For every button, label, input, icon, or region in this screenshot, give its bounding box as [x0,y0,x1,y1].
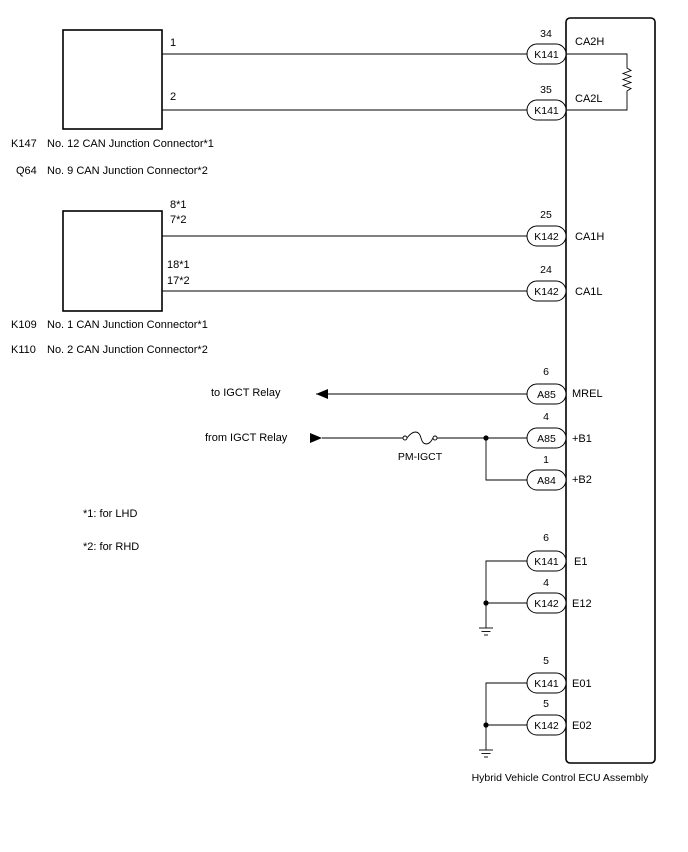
terminal-pin: 5 [543,655,549,667]
terminal-b1: 4 A85 +B1 [526,411,592,449]
connector-pill [526,43,567,65]
junction-bottom-code-1: K109 [11,319,37,331]
connector-pill [526,714,567,736]
signal-name: CA2H [575,36,604,48]
junction-bottom-code-2: K110 [11,344,36,356]
terminal-ca1h: 25 K142 CA1H [526,209,604,247]
wire-e01 [485,682,527,750]
connector-code: K142 [534,286,559,298]
connector-pill [526,592,567,614]
wire-b2 [485,438,527,481]
termination-resistor [566,53,633,111]
fuse-terminal-left [402,435,408,441]
note-lhd: *1: for LHD [83,508,137,520]
terminal-pin: 25 [540,209,552,221]
terminal-pin: 1 [543,454,549,466]
junction-bottom-pin-2a: 18*1 [167,259,190,271]
signal-name: CA1H [575,231,604,243]
connector-code: K142 [534,231,559,243]
terminal-pin: 6 [543,366,549,378]
terminal-b2: 1 A84 +B2 [526,454,592,491]
terminal-ca2h: 34 K141 CA2H [526,28,604,65]
from-relay-label: from IGCT Relay [205,432,288,444]
connector-code: A85 [537,389,556,401]
junction-bottom-pin-1a: 8*1 [170,199,187,211]
terminal-ca2l: 35 K141 CA2L [526,84,603,121]
terminal-e01: 5 K141 E01 [526,655,592,694]
terminal-pin: 35 [540,84,552,96]
ground-icon-1 [479,627,493,636]
junction-top-pin-2: 2 [170,91,176,103]
splice-ground-2 [483,722,489,728]
connector-code: K141 [534,556,559,568]
terminal-pin: 6 [543,532,549,544]
fuse-icon [406,431,434,445]
signal-name: CA2L [575,93,603,105]
connector-pill [526,99,567,121]
signal-name: E12 [572,598,592,610]
ecu-body [565,17,656,764]
connector-pill [526,280,567,302]
connector-code: K141 [534,678,559,690]
terminal-pin: 24 [540,264,552,276]
junction-top-name-2: No. 9 CAN Junction Connector*2 [47,165,208,177]
junction-bottom-pin-1b: 7*2 [170,214,187,226]
junction-top-pin-1: 1 [170,37,176,49]
fuse-label: PM-IGCT [398,451,443,463]
signal-name: E01 [572,678,592,690]
to-relay-label: to IGCT Relay [211,387,281,399]
connector-code: K141 [534,49,559,61]
terminal-pin: 4 [543,577,549,589]
connector-pill [526,383,567,405]
junction-bottom-pin-2b: 17*2 [167,275,190,287]
junction-box-top [62,29,163,130]
junction-box-bottom [62,210,163,312]
signal-name: E02 [572,720,592,732]
ecu-name: Hybrid Vehicle Control ECU Assembly [472,772,650,784]
signal-name: +B1 [572,433,592,445]
wire-e1 [485,560,527,628]
connector-code: A85 [537,433,556,445]
ground-icon-2 [479,749,493,758]
terminal-pin: 34 [540,28,552,40]
arrow-from-relay-icon [310,433,322,443]
terminal-e1: 6 K141 E1 [526,532,587,572]
connector-pill [526,672,567,694]
connector-code: K142 [534,598,559,610]
connector-pill [526,225,567,247]
note-rhd: *2: for RHD [83,541,139,553]
connector-pill [526,427,567,449]
terminal-mrel: 6 A85 MREL [526,366,603,405]
terminal-e12: 4 K142 E12 [526,577,592,614]
connector-pill [526,550,567,572]
connector-code: A84 [537,475,556,487]
arrow-to-relay-icon [316,389,328,399]
junction-top-name-1: No. 12 CAN Junction Connector*1 [47,138,214,150]
signal-name: CA1L [575,286,603,298]
terminal-e02: 5 K142 E02 [526,698,592,736]
signal-name: E1 [574,556,587,568]
terminal-pin: 5 [543,698,549,710]
terminal-ca1l: 24 K142 CA1L [526,264,603,302]
signal-name: MREL [572,388,603,400]
connector-pill [526,469,567,491]
junction-bottom-name-2: No. 2 CAN Junction Connector*2 [47,344,208,356]
connector-code: K141 [534,105,559,117]
junction-top-code-1: K147 [11,138,37,150]
signal-name: +B2 [572,474,592,486]
terminal-pin: 4 [543,411,549,423]
fuse-terminal-right [432,435,438,441]
connector-code: K142 [534,720,559,732]
junction-bottom-name-1: No. 1 CAN Junction Connector*1 [47,319,208,331]
splice-ground-1 [483,600,489,606]
junction-top-code-2: Q64 [16,165,37,177]
